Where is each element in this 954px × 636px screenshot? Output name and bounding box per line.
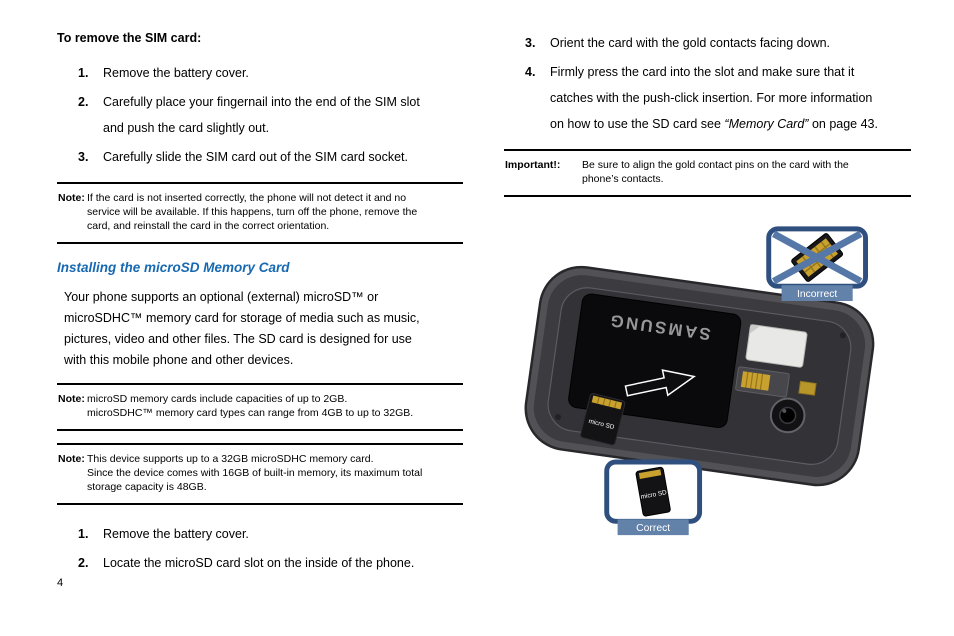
step-number: 2.	[78, 95, 89, 109]
microsd-slot-contacts	[740, 371, 771, 391]
step-number: 1.	[78, 66, 89, 80]
step-number: 4.	[525, 65, 536, 79]
camera-highlight	[782, 408, 787, 413]
list-item: 1. Remove the battery cover.	[57, 60, 463, 86]
memory-card-reference: “Memory Card”	[724, 117, 809, 131]
note-box-device: Note: This device supports up to a 32GB …	[57, 443, 463, 505]
note-text: If the card is not inserted correctly, t…	[87, 192, 418, 232]
step-number: 2.	[78, 556, 89, 570]
sim-card	[745, 324, 808, 368]
sd-install-steps: 1. Remove the battery cover. 2. Locate t…	[57, 521, 463, 576]
battery-compartment	[568, 293, 742, 429]
important-note-box: Important!: Be sure to align the gold co…	[504, 149, 911, 197]
screw-hole	[839, 332, 846, 339]
sd-install-steps-continued: 3. Orient the card with the gold contact…	[504, 30, 911, 137]
intro-paragraph: Your phone supports an optional (externa…	[64, 290, 420, 367]
step-text: Carefully place your fingernail into the…	[103, 95, 420, 135]
step-text-after: on page 43.	[808, 117, 878, 131]
sim-remove-heading: To remove the SIM card:	[57, 31, 202, 45]
step-number: 3.	[525, 36, 536, 50]
note-box-sim: Note: If the card is not inserted correc…	[57, 182, 463, 244]
step-text: Remove the battery cover.	[103, 527, 249, 541]
note-label: Note:	[58, 393, 85, 405]
step-text: Orient the card with the gold contacts f…	[550, 36, 831, 50]
important-label: Important!:	[505, 159, 561, 171]
list-item: 1. Remove the battery cover.	[57, 521, 463, 547]
list-item: 4. Firmly press the card into the slot a…	[504, 59, 911, 137]
step-number: 3.	[78, 150, 89, 164]
card-gold-contacts	[591, 395, 623, 410]
step-text: Firmly press the card into the slot and …	[550, 59, 911, 137]
note-label: Note:	[58, 453, 85, 465]
microsd-card: micro SD	[580, 393, 626, 446]
incorrect-label: Incorrect	[797, 289, 837, 300]
note-text: microSD memory cards include capacities …	[87, 393, 414, 419]
battery-contacts	[798, 380, 817, 396]
sd-card-installation-figure: SAMSUNG	[504, 217, 911, 548]
note-text: This device supports up to a 32GB microS…	[87, 453, 423, 493]
correct-label: Correct	[636, 523, 670, 534]
correct-callout: micro SD Correct	[604, 459, 703, 536]
list-item: 2. Carefully place your fingernail into …	[57, 89, 463, 141]
sim-card-notch	[749, 324, 761, 335]
step-number: 1.	[78, 527, 89, 541]
step-text: Remove the battery cover.	[103, 66, 249, 80]
incorrect-label-bar	[781, 285, 853, 302]
screw-hole	[555, 414, 561, 421]
contact-pins	[745, 371, 764, 390]
note-label: Note:	[58, 192, 85, 204]
note-box-capacity: Note: microSD memory cards include capac…	[57, 383, 463, 431]
cross-line	[772, 230, 863, 285]
figure-illustration: SAMSUNG	[524, 226, 875, 536]
sim-remove-steps: 1. Remove the battery cover. 2. Carefull…	[57, 60, 463, 170]
insert-arrow	[624, 369, 696, 397]
incorrect-callout: Incorrect	[766, 226, 869, 302]
step-text-before: Firmly press the card into the slot and …	[550, 65, 873, 131]
list-item: 3. Orient the card with the gold contact…	[504, 30, 911, 56]
section-heading-microsd: Installing the microSD Memory Card	[57, 260, 290, 275]
step-text: Carefully slide the SIM card out of the …	[103, 150, 408, 164]
right-column: 3. Orient the card with the gold contact…	[504, 30, 911, 548]
page-number: 4	[57, 577, 64, 589]
correct-label-bar	[617, 519, 689, 536]
important-text: Be sure to align the gold contact pins o…	[582, 159, 849, 185]
card-logo-text: micro SD	[640, 489, 668, 501]
step-text: Locate the microSD card slot on the insi…	[103, 556, 415, 570]
correct-card: micro SD	[635, 466, 671, 517]
left-column: To remove the SIM card: 1. Remove the ba…	[57, 30, 463, 579]
list-item: 3. Carefully slide the SIM card out of t…	[57, 144, 463, 170]
list-item: 2. Locate the microSD card slot on the i…	[57, 550, 463, 576]
